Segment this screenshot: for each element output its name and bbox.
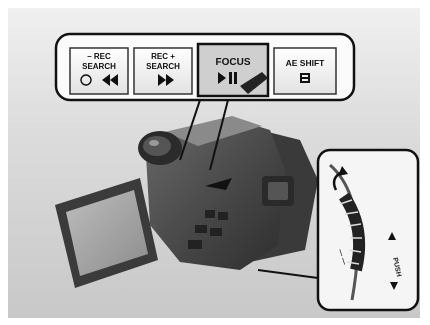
viewfinder-eyepiece	[268, 182, 288, 200]
rec-search-plus-button: REC + SEARCH	[134, 48, 192, 94]
lens-highlight	[149, 140, 159, 146]
rec-search-minus-button: – REC SEARCH	[70, 48, 128, 94]
ae-shift-button: AE SHIFT	[274, 48, 336, 94]
lens-glass	[143, 136, 171, 156]
side-control	[205, 210, 215, 218]
stop-icon	[300, 73, 310, 83]
button-label-line1: REC +	[151, 52, 175, 61]
button-label-line2: SEARCH	[146, 62, 180, 71]
side-control	[195, 225, 207, 233]
focus-button: FOCUS	[198, 44, 268, 96]
button-label-line1: FOCUS	[216, 57, 251, 68]
button-label-line1: AE SHIFT	[286, 58, 326, 68]
button-label-line2: SEARCH	[82, 62, 116, 71]
button-label-line1: – REC	[87, 52, 111, 61]
side-control	[210, 228, 222, 236]
dial-callout-frame	[318, 150, 418, 310]
side-control	[218, 212, 228, 220]
side-control	[188, 240, 202, 249]
